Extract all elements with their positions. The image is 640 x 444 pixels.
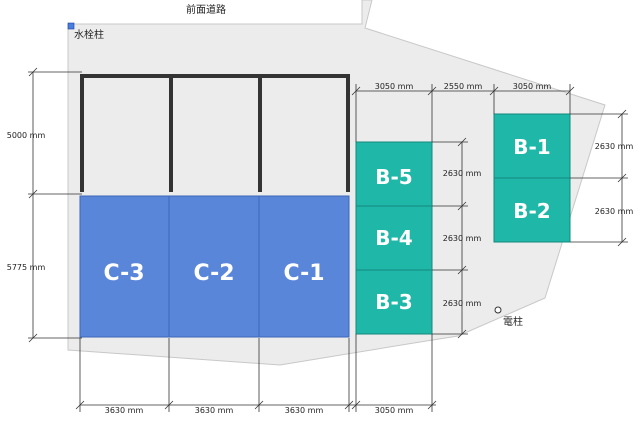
dim-b-1: 2630 mm	[443, 169, 482, 178]
dim-top-1: 3050 mm	[375, 82, 414, 91]
road-label: 前面道路	[186, 3, 226, 16]
slot-c3-label: C-3	[103, 261, 144, 286]
slot-c1	[258, 195, 350, 338]
slot-b5	[355, 141, 433, 207]
slot-b5-label: B-5	[375, 165, 412, 189]
slot-b4	[355, 205, 433, 271]
dimension-labels: 3050 mm 2550 mm 3050 mm 5000 mm 5775 mm …	[7, 82, 634, 415]
dim-br-2: 2630 mm	[595, 207, 634, 216]
slot-b1-label: B-1	[513, 135, 550, 159]
utility-pole-icon	[494, 306, 502, 314]
slot-b3	[355, 269, 433, 335]
dim-top-3: 3050 mm	[513, 82, 552, 91]
slot-b3-label: B-3	[375, 290, 412, 314]
carport-frame	[80, 74, 350, 192]
utility-pole-label: 電柱	[503, 315, 523, 328]
b-slots-right: B-1 B-2	[493, 113, 571, 243]
slot-c2	[168, 195, 260, 338]
dim-bottom-4: 3050 mm	[375, 406, 414, 415]
dim-left-2: 5775 mm	[7, 263, 46, 272]
slot-c2-label: C-2	[193, 261, 234, 286]
dim-br-1: 2630 mm	[595, 142, 634, 151]
dim-left-1: 5000 mm	[7, 131, 46, 140]
slot-b4-label: B-4	[375, 226, 412, 250]
hydrant-icon	[67, 22, 75, 30]
slot-b2	[493, 177, 571, 243]
slot-c1-label: C-1	[283, 261, 324, 286]
dimension-lines	[28, 67, 628, 412]
slot-b2-label: B-2	[513, 199, 550, 223]
dim-bottom-2: 3630 mm	[195, 406, 234, 415]
hydrant-label: 水栓柱	[74, 28, 104, 41]
dim-b-2: 2630 mm	[443, 234, 482, 243]
c-slots: C-3 C-2 C-1	[79, 195, 350, 338]
dim-bottom-1: 3630 mm	[105, 406, 144, 415]
dim-top-2: 2550 mm	[444, 82, 483, 91]
dim-bottom-3: 3630 mm	[285, 406, 324, 415]
b-slots-middle: B-5 B-4 B-3	[355, 141, 433, 335]
dim-b-3: 2630 mm	[443, 299, 482, 308]
